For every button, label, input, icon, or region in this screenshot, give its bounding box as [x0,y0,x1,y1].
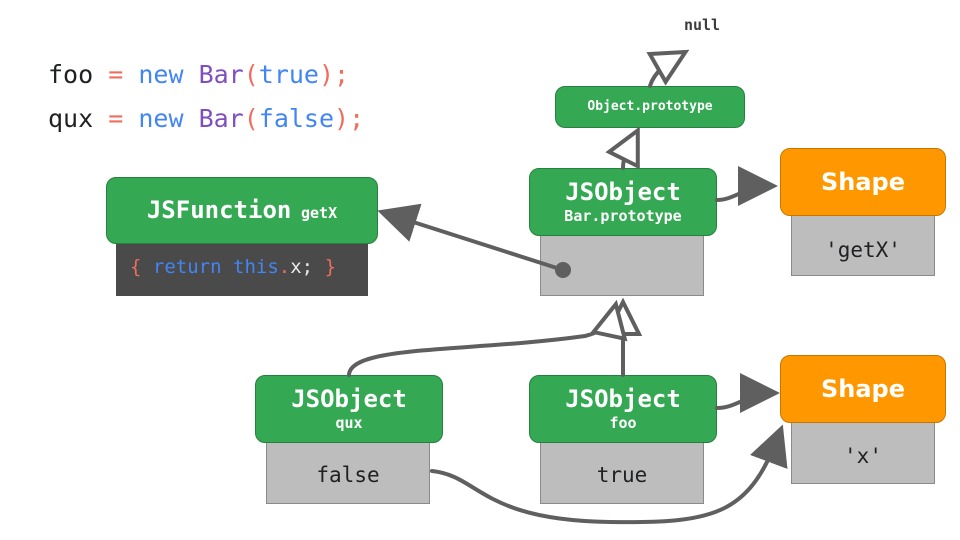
qux-value-slot: false [266,440,430,504]
foo-object-subtitle: foo [609,414,637,432]
code-arg: false [258,104,335,133]
arrow-objectproto-to-null [650,54,682,88]
code-keyword: new [138,60,184,89]
bar-prototype-title: JSObject [565,178,681,206]
code-semi: ; [301,256,314,278]
foo-object-header: JSObject foo [529,375,717,443]
arrow-foo-to-shape [715,373,780,414]
code-class: Bar [198,104,244,133]
code-keyword: return [152,256,222,278]
qux-object-title: JSObject [291,385,407,413]
code-this: this [233,256,279,278]
arrow-barproto-to-shape [715,166,778,207]
code-paren: ( [243,104,259,133]
qux-object-subtitle: qux [335,414,363,432]
object-prototype-node: Object.prototype [555,86,745,128]
bar-prototype-subtitle: Bar.prototype [564,207,682,225]
jsfunction-header: JSFunction getX [106,177,378,244]
arrow-qux-to-barproto [347,308,615,377]
qux-object-header: JSObject qux [255,375,443,443]
arrow-qux-to-shape [430,424,788,525]
foo-value-slot: true [540,440,704,504]
foo-object-title: JSObject [565,385,681,413]
code-keyword: new [138,104,184,133]
pointer-dot [555,262,571,278]
code-class: Bar [198,60,244,89]
shape-x-property: 'x' [791,420,935,484]
shape-getx-property: 'getX' [791,212,935,276]
code-var: foo [48,60,94,89]
code-brace: } [324,256,337,278]
shape-x-header: Shape [780,355,946,423]
code-paren: ); [334,104,365,133]
null-label: null [683,16,721,34]
jsfunction-body: { return this.x; } [116,244,368,296]
code-line-qux: qux = new Bar(false); [48,104,364,133]
code-paren: ); [319,60,350,89]
jsfunction-title: JSFunction [146,196,292,224]
code-prop: x [290,256,302,278]
code-operator: = [108,104,124,133]
shape-getx-header: Shape [780,148,946,216]
arrow-barproto-to-objectproto [623,134,636,170]
code-paren: ( [243,60,259,89]
code-line-foo: foo = new Bar(true); [48,60,349,89]
code-var: qux [48,104,94,133]
jsfunction-name: getX [301,204,338,222]
code-dot: . [278,256,291,278]
code-arg: true [258,60,319,89]
arrow-proto-slot-to-getx [377,203,565,272]
code-operator: = [108,60,124,89]
bar-prototype-header: JSObject Bar.prototype [529,168,717,236]
code-brace: { [130,256,142,278]
